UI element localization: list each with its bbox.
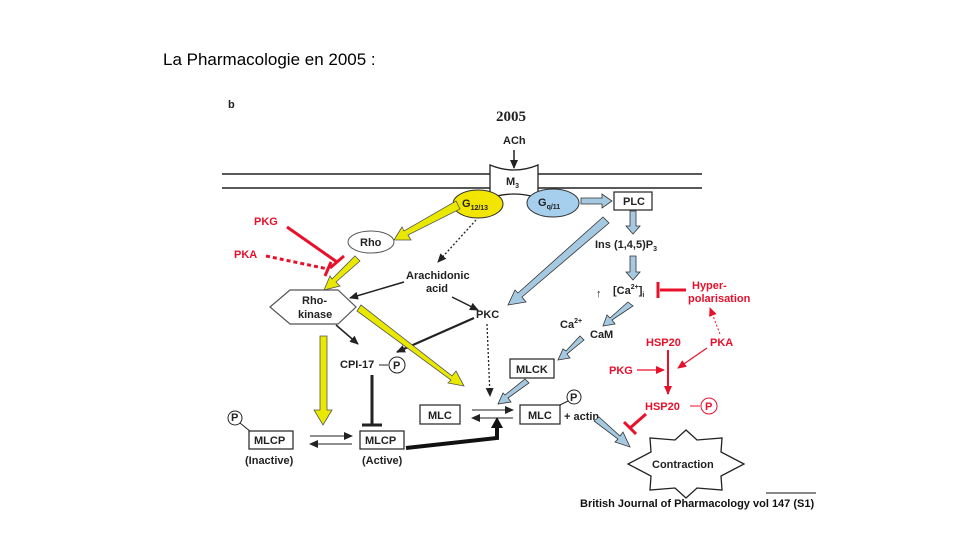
plus-actin-label: + actin: [564, 411, 599, 423]
pka-to-hsp20-arrow: [677, 347, 708, 369]
rho-kinase-label-2: kinase: [298, 309, 332, 321]
arachidonic-label-2: acid: [426, 283, 448, 295]
pka-left-label: PKA: [234, 249, 257, 261]
mlc-label: MLC: [428, 410, 452, 422]
ca-cam-label: Ca2+: [560, 318, 582, 331]
slide-title: La Pharmacologie en 2005 :: [163, 50, 376, 69]
mlck-label: MLCK: [516, 364, 548, 376]
contraction-label: Contraction: [652, 459, 714, 471]
hsp20-p-label: HSP20: [645, 401, 680, 413]
g1213-protein: [452, 189, 504, 219]
m3-label: M3: [506, 176, 519, 190]
pkc-to-mlc-dotted: [485, 323, 494, 397]
cpi17-label: CPI-17: [340, 359, 374, 371]
gq11-label: Gq/11: [538, 197, 560, 211]
citation: British Journal of Pharmacology vol 147 …: [580, 498, 814, 510]
plc-label: PLC: [623, 196, 645, 208]
mlcp-inactive-label: MLCP: [254, 435, 285, 447]
ca-to-cam-arrow: [602, 301, 634, 327]
mlcp-inactive-phospho: [227, 410, 243, 426]
rho-node: [347, 230, 395, 254]
mlck-box: [509, 358, 555, 379]
mlc-box: [419, 404, 461, 425]
pka-right-label: PKA: [710, 337, 733, 349]
pkc-label: PKC: [476, 309, 499, 321]
g1213-label: G12/13: [462, 198, 488, 212]
panel-letter: b: [228, 99, 235, 111]
g1213-to-arachidonic-dotted: [437, 219, 477, 263]
gq-to-pkc-arrow: [507, 216, 610, 306]
mlck-to-mlc-arrow: [497, 378, 530, 405]
mlc-phospho: [566, 389, 582, 405]
rho-kinase-label-1: Rho-: [302, 295, 327, 307]
hsp20-phospho: [700, 397, 718, 415]
pkg-inhibition: [286, 225, 338, 264]
gq-to-plc-arrow: [580, 193, 613, 209]
mlcp-active-label: MLCP: [365, 435, 396, 447]
mlcp-dephosphorylates-mlc: [405, 425, 499, 450]
hyperpolarisation-label-1: Hyper-: [692, 280, 727, 292]
arachidonic-to-rhokinase: [349, 281, 405, 300]
active-label: (Active): [362, 455, 403, 467]
mlc-to-contraction-arrow: [593, 416, 631, 448]
rhokinase-to-cpi17: [335, 324, 359, 345]
mlc-phospho-p: P: [570, 392, 577, 404]
cam-label: CaM: [590, 329, 613, 341]
rho-to-rhokinase-arrow: [323, 255, 361, 291]
cpi17-phospho: [388, 356, 406, 374]
contraction-node: [626, 429, 746, 499]
cpi17-p-label: P: [393, 360, 400, 372]
mlc-p-box: [519, 404, 561, 425]
mlcp-inactive-p: P: [231, 412, 238, 424]
rho-label: Rho: [360, 237, 382, 249]
gq11-protein: [526, 188, 580, 218]
hsp20-label: HSP20: [646, 337, 681, 349]
g1213-to-rho-arrow: [393, 200, 461, 241]
ip3-to-ca-arrow: [625, 255, 641, 281]
plc-to-ip3-arrow: [625, 210, 641, 235]
pkg-right-label: PKG: [609, 365, 633, 377]
ca-conc-label: [Ca2+]i: [613, 284, 644, 299]
hyperpolarisation-label-2: polarisation: [688, 293, 751, 305]
pkg-top-label: PKG: [254, 216, 278, 228]
mlcp-active-box: [359, 430, 405, 450]
rhokinase-to-mlc-yellow-arrow: [356, 304, 465, 387]
pka-dashed-inhibition: [265, 254, 329, 271]
rho-kinase-node: [269, 289, 357, 325]
arachidonic-label-1: Arachidonic: [406, 270, 470, 282]
ca-up-arrow: ↑: [596, 288, 602, 300]
mlcp-inactive-box: [248, 430, 294, 450]
pka-to-hyperpolarisation-dotted: [709, 307, 721, 335]
mlc-p-label: MLC: [528, 410, 552, 422]
cell-membrane: [222, 173, 702, 189]
ach-label: ACh: [503, 135, 526, 147]
rhokinase-to-mlcp-yellow-arrow: [313, 335, 333, 426]
arachidonic-to-pkc: [451, 296, 479, 311]
plc-box: [613, 191, 653, 211]
inactive-label: (Inactive): [245, 455, 294, 467]
hsp20-phospho-p: P: [705, 401, 712, 413]
ip3-label: Ins (1,4,5)P3: [595, 239, 657, 253]
year-label: 2005: [496, 109, 526, 125]
hsp20-inhibits-contraction: [629, 412, 647, 430]
cam-to-mlck-arrow: [557, 335, 585, 361]
